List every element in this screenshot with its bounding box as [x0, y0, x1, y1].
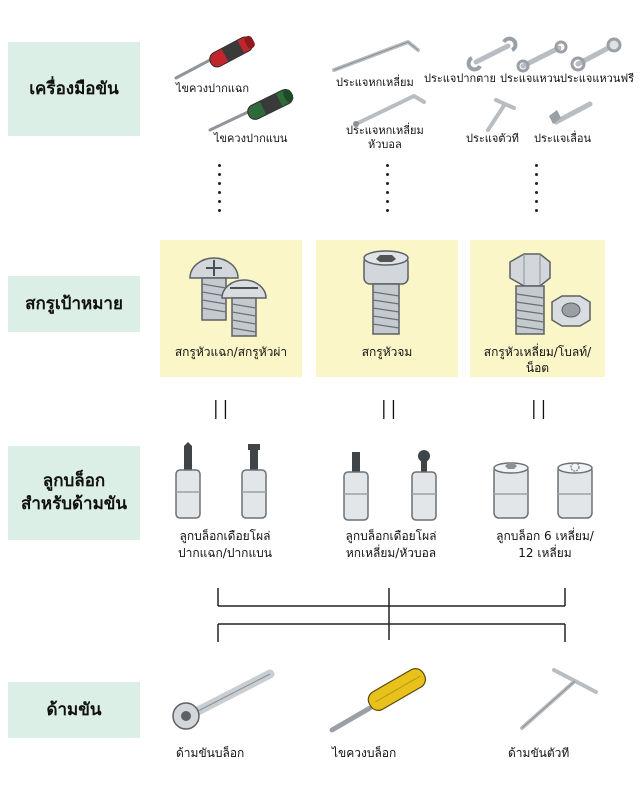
t-handle-icon	[520, 668, 598, 730]
row-label-tools-text: เครื่องมือขัน	[29, 78, 119, 99]
socket-head-screw-icon	[363, 250, 409, 335]
row-label-sockets-line2: สำหรับด้ามขัน	[20, 494, 128, 514]
adjustable-wrench-label: ประแจเลื่อน	[534, 132, 591, 145]
ring-wrench-label: ประแจแหวน	[500, 72, 561, 85]
ball-hex-key-label: ประแจหกเหลี่ยม หัวบอล	[346, 124, 424, 153]
screwdriver-bit-socket-line1: ลูกบล็อกเดือยโผล่	[179, 529, 271, 543]
row-label-tools: เครื่องมือขัน	[8, 42, 140, 136]
hex-key-label: ประแจหกเหลี่ยม	[336, 76, 414, 89]
ring-wrench-icon	[516, 40, 568, 73]
socket-head-screw-label: สกรูหัวจม	[361, 345, 413, 359]
screwdriver-bit-socket-icon	[175, 442, 267, 519]
t-handle-label: ด้ามขันตัวที	[508, 746, 570, 760]
ratchet-handle-label: ด้ามขันบล็อก	[176, 746, 245, 760]
ratchet-handle-icon	[172, 669, 275, 730]
open-end-wrench-label: ประแจปากตาย	[424, 72, 496, 85]
dotted-connector-middle	[386, 164, 390, 218]
screwdriver-bit-socket-label: ลูกบล็อกเดือยโผล่ ปากแฉก/ปากแบน	[164, 528, 286, 562]
standard-socket-line1: ลูกบล็อก 6 เหลี่ยม/	[496, 529, 594, 543]
row-label-sockets: ลูกบล็อก สำหรับด้ามขัน	[8, 446, 140, 540]
hex-bolt-nut-icon	[509, 253, 591, 335]
standard-socket-line2: 12 เหลี่ยม	[518, 545, 572, 560]
hex-bit-socket-label: ลูกบล็อกเดือยโผล่ หกเหลี่ยม/หัวบอล	[330, 528, 452, 562]
hex-bit-socket-icon	[343, 450, 437, 521]
equals-mark-middle: II	[380, 396, 400, 426]
row-label-handles-text: ด้ามขัน	[46, 699, 102, 720]
screwdriver-bit-socket-line2: ปากแฉก/ปากแบน	[177, 545, 272, 560]
socket-screwdriver-icon	[329, 668, 427, 733]
row-label-handles: ด้ามขัน	[8, 682, 140, 738]
flat-screwdriver-label: ไขควงปากแบน	[214, 132, 288, 145]
dotted-connector-right	[535, 164, 539, 218]
pan-head-screw-label: สกรูหัวแฉก/สกรูหัวผ่า	[174, 345, 288, 359]
hex-bit-socket-line1: ลูกบล็อกเดือยโผล่	[345, 529, 437, 543]
row-label-sockets-line1: ลูกบล็อก	[42, 471, 106, 492]
screw-box-pan-head	[160, 240, 302, 377]
adjustable-wrench-icon	[549, 101, 593, 125]
standard-socket-label: ลูกบล็อก 6 เหลี่ยม/ 12 เหลี่ยม	[478, 528, 612, 562]
equals-mark-left: II	[212, 396, 232, 426]
ratchet-ring-wrench-icon	[570, 37, 622, 72]
ball-hex-key-icon	[353, 94, 426, 127]
socket-screwdriver-label: ไขควงบล็อก	[332, 746, 397, 760]
open-end-wrench-icon	[466, 36, 518, 72]
hex-bit-socket-line2: หกเหลี่ยม/หัวบอล	[345, 545, 437, 560]
phillips-screwdriver-icon	[174, 35, 255, 80]
phillips-screwdriver-label: ไขควงปากแฉก	[176, 82, 250, 95]
pan-head-screw-icon	[189, 257, 267, 337]
ball-hex-key-label-line1: ประแจหกเหลี่ยม	[346, 124, 424, 137]
hex-bolt-label: สกรูหัวเหลี่ยม/โบลท์/ น็อต	[472, 344, 603, 376]
equals-mark-right: II	[530, 396, 550, 426]
hex-key-icon	[332, 40, 420, 72]
dotted-connector-left	[218, 164, 222, 218]
standard-socket-icon	[493, 462, 593, 519]
ball-hex-key-label-line2: หัวบอล	[367, 138, 402, 152]
row-label-screws-text: สกรูเป้าหมาย	[25, 293, 123, 314]
t-wrench-icon	[486, 98, 516, 132]
hex-bolt-label-line2: น็อต	[525, 361, 550, 376]
t-wrench-label: ประแจตัวที	[466, 132, 519, 145]
flat-screwdriver-icon	[208, 89, 294, 132]
hex-bolt-label-line1: สกรูหัวเหลี่ยม/โบลท์/	[483, 345, 592, 359]
row-label-screws: สกรูเป้าหมาย	[8, 276, 140, 332]
ratchet-ring-wrench-label: ประแจแหวนฟรี	[560, 72, 635, 85]
